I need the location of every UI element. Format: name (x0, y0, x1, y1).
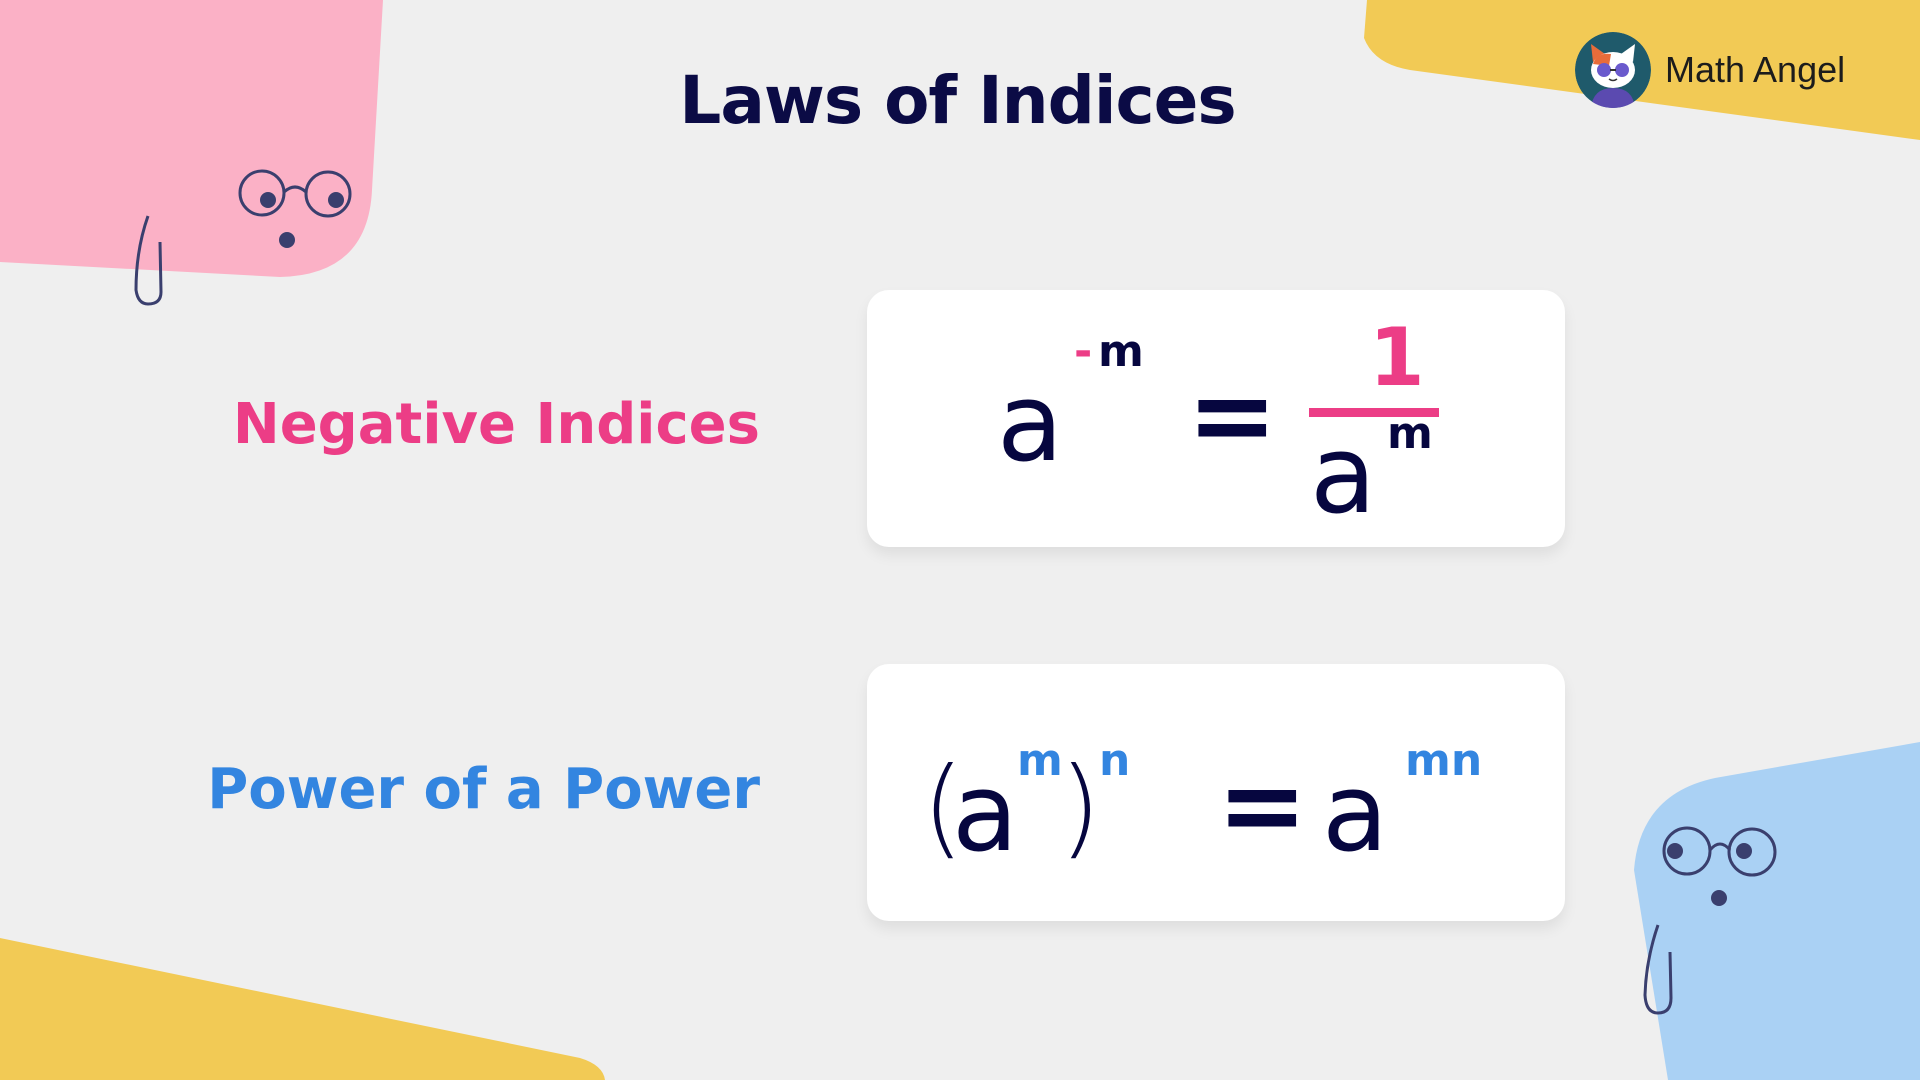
pink-character-shape (0, 0, 383, 306)
rhs-exponent: mn (1405, 735, 1483, 786)
blue-character-shape (1634, 742, 1920, 1080)
numerator: 1 (1369, 311, 1425, 404)
open-paren: ( (922, 745, 965, 870)
fraction-bar (1309, 408, 1439, 417)
formula-card-power-of-a-power: ( a m ) n = a mn (867, 664, 1565, 921)
outer-exponent: n (1099, 735, 1131, 786)
page-title: Laws of Indices (679, 62, 1236, 139)
lhs-exponent-sign: - (1074, 326, 1093, 377)
yellow-bottom-left-shape (0, 938, 605, 1080)
equals-sign: = (1187, 353, 1278, 478)
brand-header: Math Angel (1575, 32, 1845, 108)
brand-name: Math Angel (1665, 49, 1846, 90)
formula-card-negative-indices: a - m = 1 a m (867, 290, 1565, 547)
inner-base: a (952, 751, 1019, 876)
rhs-base: a (1322, 751, 1389, 876)
cat-logo-icon (1575, 32, 1651, 108)
lhs-exponent: m (1098, 326, 1144, 377)
law-label-power-of-a-power: Power of a Power (207, 757, 760, 822)
close-paren: ) (1059, 745, 1102, 870)
inner-exponent: m (1017, 735, 1063, 786)
denominator-base: a (1310, 413, 1377, 538)
denominator-exponent: m (1387, 408, 1433, 459)
law-label-negative-indices: Negative Indices (232, 392, 760, 457)
equals-sign: = (1217, 743, 1308, 868)
lhs-base: a (997, 361, 1064, 486)
